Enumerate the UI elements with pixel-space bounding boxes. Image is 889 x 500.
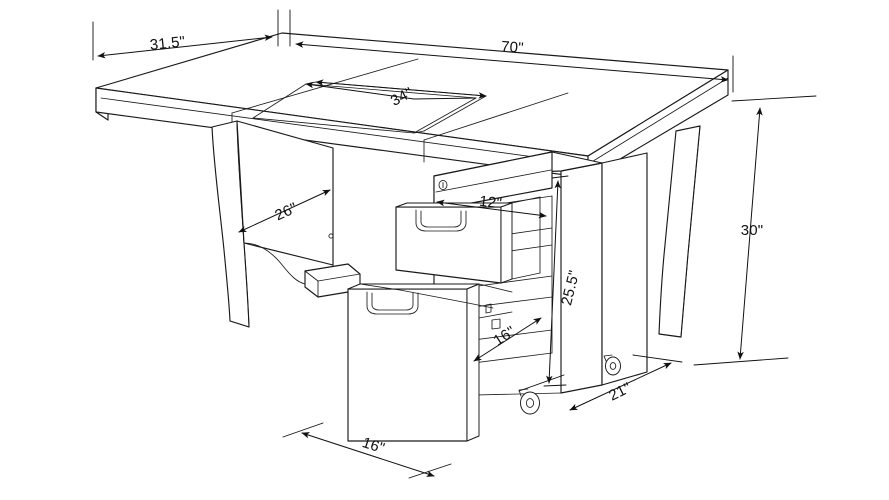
drawer-lower-slide-bar <box>359 283 494 309</box>
dim-25-line <box>546 180 561 384</box>
modesty-panel-grommet-icon <box>328 233 334 239</box>
dim-26-line <box>238 189 331 233</box>
desktop-seam-right <box>423 92 569 141</box>
pedestal-rear-panel <box>601 152 648 386</box>
dim-70-label: 70" <box>500 38 524 57</box>
drawer-top-handle[interactable] <box>415 209 467 232</box>
dim-34-line-upper <box>315 79 487 99</box>
dim-31-line <box>97 34 273 59</box>
drawer-top-front-side-edge <box>500 202 513 284</box>
drawer-lower-front-panel[interactable] <box>347 288 468 442</box>
desktop-edge-reveal-line <box>100 97 587 165</box>
dimension-depth-top-left: 31.5" <box>92 9 279 61</box>
dim-16-floor-ext-left <box>282 422 324 438</box>
caster-front-hub <box>525 398 535 408</box>
center-stretcher-top-edge <box>317 273 361 282</box>
dim-30-line <box>737 107 763 360</box>
drawer-top-head-reveal <box>435 169 552 193</box>
drawer-lower-box-top-back <box>478 283 513 293</box>
inset-panel-right-lip <box>423 95 487 132</box>
dim-21-line <box>569 362 672 411</box>
dim-30-ext-bottom <box>693 357 789 366</box>
dim-16-floor-line <box>301 432 435 477</box>
dim-70-line <box>295 41 729 83</box>
dim-12-label: 12" <box>478 193 503 213</box>
dim-25-ext-top <box>551 175 569 179</box>
dim-16-floor-label: 16" <box>360 434 387 457</box>
dim-34-line-lower <box>305 81 415 100</box>
dimension-pedestal-front: 16" <box>282 422 452 479</box>
dim-21-ext-left <box>518 374 565 392</box>
dim-21-ext-right <box>632 354 683 363</box>
drawer-lower-box-mid-back <box>478 311 513 319</box>
right-leg-foot <box>658 333 682 338</box>
drawer-top-box-bottom-back <box>511 272 541 280</box>
dim-25-ext-bottom <box>543 384 567 387</box>
right-leg-inner-edge <box>680 125 701 338</box>
dim-31-label: 31.5" <box>149 33 186 54</box>
drawer-lock-icon[interactable] <box>438 179 448 191</box>
drawer-lower-handle[interactable] <box>366 291 419 315</box>
drawer-lower-handle-inner <box>371 292 414 311</box>
dim-30-ext-top <box>731 95 817 102</box>
dim-30-label: 30" <box>741 222 764 239</box>
drawer-lower-front-side-edge <box>466 283 480 442</box>
drawer-lower[interactable] <box>347 283 513 442</box>
left-leg-foot <box>229 320 250 328</box>
drawer-top-front-panel[interactable] <box>395 206 502 284</box>
dim-16-drawer-line <box>473 317 542 362</box>
dimension-desk-height: 30" <box>693 95 817 366</box>
caster-rear-wheel <box>605 356 621 376</box>
drawer-top-handle-inner <box>420 210 462 228</box>
caster-rear-yoke <box>603 354 613 362</box>
inset-panel-lip-return <box>413 130 425 134</box>
caster-front-wheel <box>520 391 540 415</box>
drawer-lower-slide-stop-icon <box>485 303 492 314</box>
dimension-width-top: 70" <box>289 9 734 93</box>
desktop-right-reveal-line <box>589 77 729 164</box>
dim-12-line <box>436 199 547 219</box>
dimension-drawer-top-width: 12" <box>436 193 547 219</box>
modesty-panel-scallop <box>243 242 334 285</box>
dim-34-ext <box>413 97 477 100</box>
